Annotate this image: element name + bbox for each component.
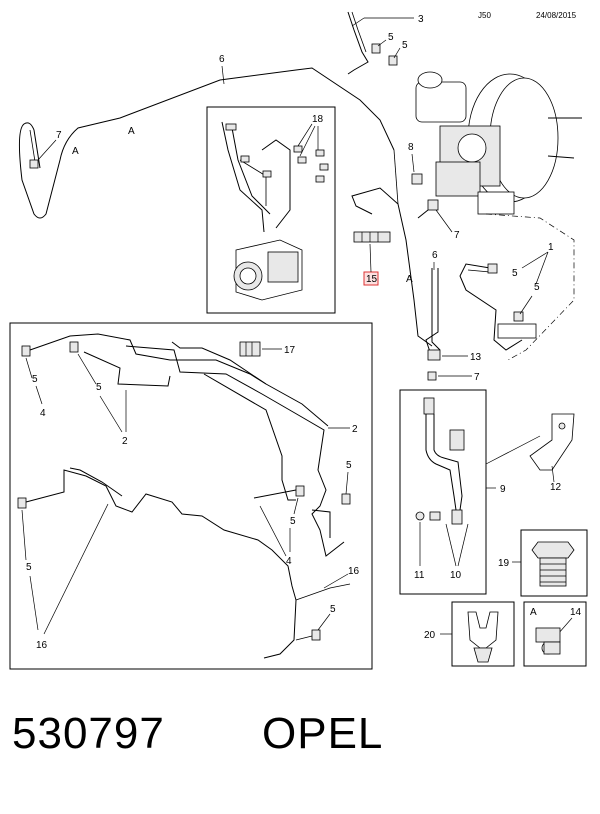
brand-name: OPEL: [262, 709, 384, 758]
callout-9: 9: [500, 484, 506, 495]
clip-20: [467, 611, 499, 663]
connector-15: [353, 231, 391, 243]
callout-20: 20: [424, 630, 436, 641]
callout-5-right-a: 5: [512, 268, 518, 279]
marker-a-14: A: [530, 607, 537, 618]
part-number: 530797: [12, 709, 165, 758]
brake-pipe-3: [347, 11, 398, 75]
bracket-13: [427, 349, 441, 361]
callout-5-lower-d: 5: [290, 516, 296, 527]
inset-hose-box: [399, 389, 487, 595]
callout-18: 18: [312, 114, 324, 125]
callout-14: 14: [570, 607, 582, 618]
brake-pipe-6-left: [18, 67, 395, 219]
callout-4-b: 4: [286, 556, 292, 567]
bracket-12: [529, 413, 575, 471]
brake-booster-assembly: [411, 71, 582, 215]
fitting-7-left: [29, 159, 39, 169]
brake-pipe-6-right: [425, 268, 441, 353]
fitting-5-top-a: [371, 43, 381, 54]
callout-6-right: 6: [432, 250, 438, 261]
callout-16-b: 16: [348, 566, 360, 577]
callout-7-left: 7: [56, 130, 62, 141]
inset-14-box: [523, 601, 587, 667]
callout-5-lower-a: 5: [32, 374, 38, 385]
callout-5-top-a: 5: [388, 32, 394, 43]
inset-lower-pipes-box: [9, 322, 373, 670]
brake-pipe-1: [459, 263, 537, 351]
callout-8: 8: [408, 142, 414, 153]
brake-pipe-4-lower: [253, 489, 331, 538]
brake-pipe-16: [17, 467, 351, 659]
callout-16-a: 16: [36, 640, 48, 651]
callout-5-lower-e: 5: [26, 562, 32, 573]
abs-module-inset: [221, 121, 329, 301]
callout-4-a: 4: [40, 408, 46, 419]
callout-7-hose: 7: [474, 372, 480, 383]
callout-3: 3: [418, 14, 424, 25]
header-date: 24/08/2015: [536, 11, 577, 20]
callout-19: 19: [498, 558, 510, 569]
marker-a-3: A: [406, 274, 413, 285]
clip-14: [535, 627, 561, 655]
callout-5-right-b: 5: [534, 282, 540, 293]
callout-5-lower-f: 5: [330, 604, 336, 615]
callout-12: 12: [550, 482, 562, 493]
fitting-7-hose: [427, 371, 437, 381]
callout-2-a: 2: [122, 436, 128, 447]
callout-13: 13: [470, 352, 482, 363]
clip-17: [239, 341, 261, 357]
brake-pipe-center: [351, 149, 433, 347]
marker-a-1: A: [128, 126, 135, 137]
callout-1: 1: [548, 242, 554, 253]
brake-pipe-2: [125, 341, 351, 557]
marker-a-2: A: [72, 146, 79, 157]
callout-17: 17: [284, 345, 296, 356]
callout-7-booster: 7: [454, 230, 460, 241]
callout-2-b: 2: [352, 424, 358, 435]
fitting-5-top-b: [388, 55, 398, 66]
callout-5-lower-b: 5: [96, 382, 102, 393]
inset-19-box: [520, 529, 588, 597]
brake-pipe-4-upper: [21, 333, 267, 387]
callout-5-lower-c: 5: [346, 460, 352, 471]
callout-6-top: 6: [219, 54, 225, 65]
header-code: J50: [478, 11, 491, 20]
callout-15: 15: [366, 274, 378, 285]
bleed-nipple-19: [531, 541, 575, 587]
inset-abs-box: [206, 106, 336, 314]
callout-11: 11: [414, 570, 425, 581]
callout-10: 10: [450, 570, 462, 581]
callout-5-top-b: 5: [402, 40, 408, 51]
brake-hose-inset: [415, 397, 465, 525]
